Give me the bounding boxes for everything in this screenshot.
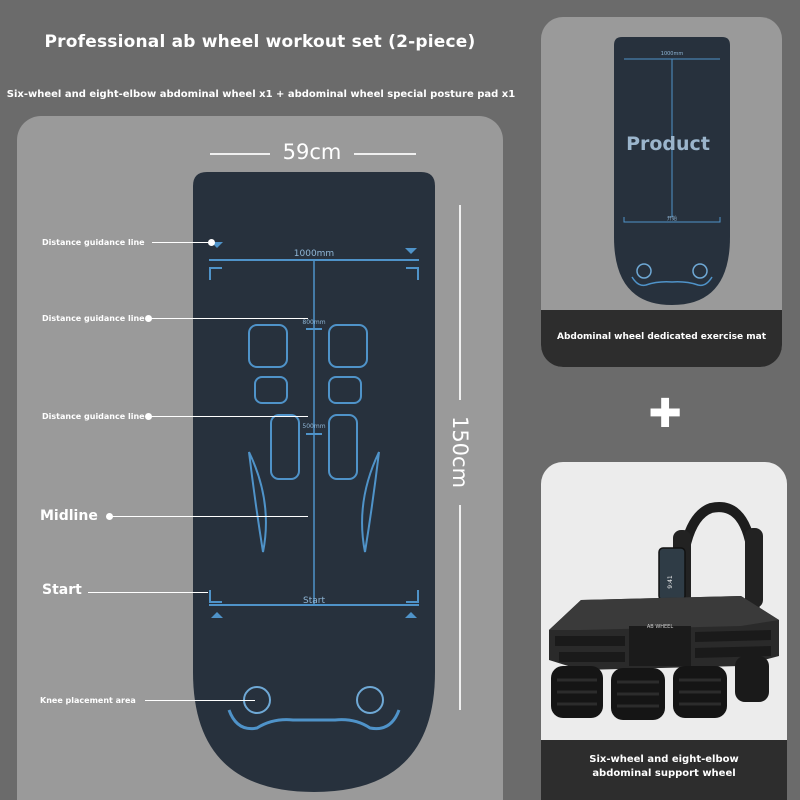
product-mat-card: 1000mm 开始 Product Abdominal wheel dedica… xyxy=(541,17,782,367)
page-title: Professional ab wheel workout set (2-pie… xyxy=(44,32,476,52)
callout-distance-guidance-3: Distance guidance line xyxy=(42,412,145,421)
callout-distance-guidance-1: Distance guidance line xyxy=(42,238,145,247)
mat-top-mark: 1000mm xyxy=(294,249,334,259)
mat-mid-mark-2: 500mm xyxy=(302,423,325,430)
page-subtitle: Six-wheel and eight-elbow abdominal whee… xyxy=(6,89,516,100)
exercise-mat-illustration: 1000mm 800mm 500mm Start xyxy=(193,172,435,792)
height-dimension-line-top xyxy=(459,205,461,400)
small-mat-start-mark: 开始 xyxy=(667,215,677,222)
width-dimension-line-left xyxy=(210,153,270,155)
wheel-caption-bar xyxy=(541,740,787,800)
ab-wheel-illustration: 9:41 AB WHEEL xyxy=(549,502,779,720)
callout-midline: Midline xyxy=(40,508,98,524)
callout-distance-guidance-2: Distance guidance line xyxy=(42,314,145,323)
leader-line xyxy=(88,592,208,593)
product-caption: Abdominal wheel dedicated exercise mat xyxy=(556,332,767,342)
product-overlay-text: Product xyxy=(626,133,710,155)
wheel-caption: Six-wheel and eight-elbow abdominal supp… xyxy=(541,753,787,781)
small-mat-illustration: 1000mm 开始 xyxy=(614,37,730,305)
leader-line xyxy=(152,242,210,243)
ab-wheel-card: 9:41 AB WHEEL Six-wheel and eight-elbow … xyxy=(541,462,787,800)
leader-line xyxy=(150,318,308,319)
plus-icon: ✚ xyxy=(648,391,682,437)
leader-dot xyxy=(145,315,152,322)
leader-dot xyxy=(106,513,113,520)
leader-line xyxy=(150,416,308,417)
mat-mid-mark-1: 800mm xyxy=(302,319,325,326)
phone-time: 9:41 xyxy=(667,575,674,589)
leader-line xyxy=(145,700,255,701)
product-caption-bar xyxy=(541,310,782,367)
wheel-caption-line-1: Six-wheel and eight-elbow xyxy=(589,754,739,765)
brand-text: AB WHEEL xyxy=(647,624,673,630)
mat-start-mark: Start xyxy=(303,596,325,606)
leader-line xyxy=(112,516,308,517)
wheel-caption-line-2: abdominal support wheel xyxy=(592,768,736,779)
small-mat-top-mark: 1000mm xyxy=(661,51,684,57)
width-dimension-line-right xyxy=(354,153,416,155)
leader-dot xyxy=(208,239,215,246)
callout-start: Start xyxy=(42,582,82,598)
width-dimension-label: 59cm xyxy=(282,140,342,164)
height-dimension-label: 150cm xyxy=(448,415,472,489)
height-dimension-line-bottom xyxy=(459,505,461,710)
callout-knee-placement: Knee placement area xyxy=(40,696,136,705)
leader-dot xyxy=(145,413,152,420)
